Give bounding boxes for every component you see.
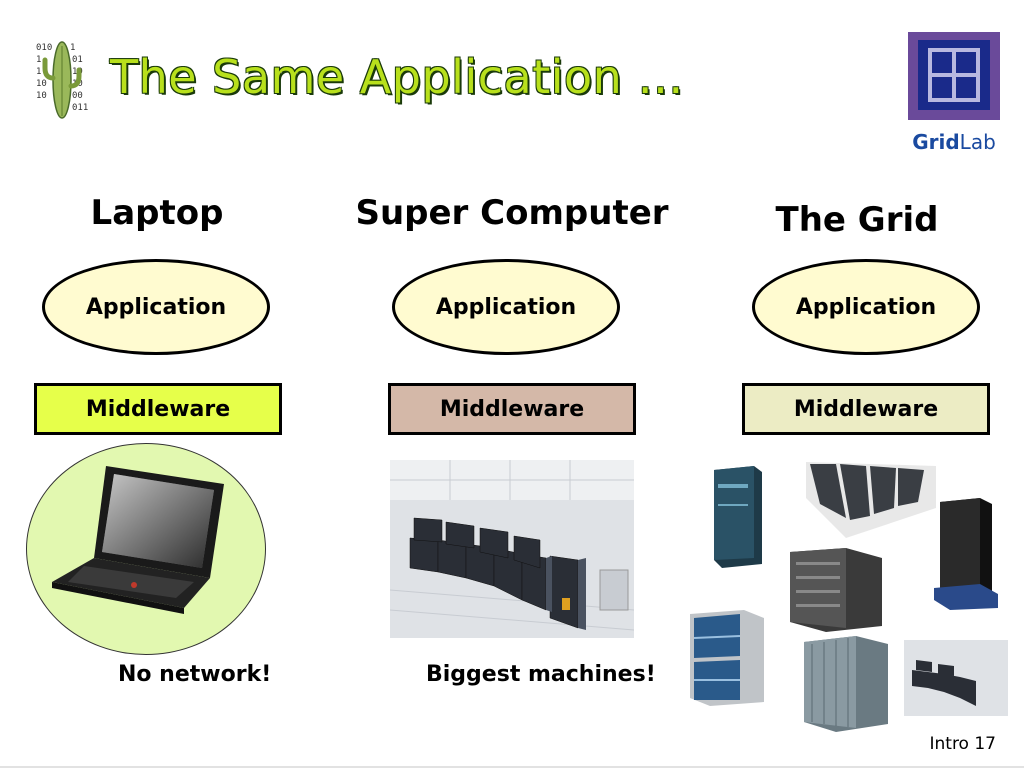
- application-oval-laptop: Application: [42, 259, 270, 355]
- supercomputer-room-image: [390, 460, 634, 638]
- heading-laptop: Laptop: [90, 193, 224, 233]
- middleware-box-grid: Middleware: [742, 383, 990, 435]
- middleware-box-super-computer: Middleware: [388, 383, 636, 435]
- svg-text:011: 011: [72, 103, 88, 113]
- blue-server-image: [690, 610, 764, 706]
- svg-text:01: 01: [72, 55, 83, 65]
- svg-text:010: 010: [36, 43, 52, 53]
- caption-no-network: No network!: [118, 662, 272, 687]
- caption-biggest-machines: Biggest machines!: [426, 662, 656, 687]
- server-cabinet-image: [714, 466, 762, 568]
- rack-server-image: [790, 548, 882, 632]
- logo-text-grid: Grid: [912, 130, 960, 154]
- slide-number: Intro 17: [929, 734, 996, 754]
- application-oval-super-computer: Application: [392, 259, 620, 355]
- middleware-box-laptop: Middleware: [34, 383, 282, 435]
- laptop-image: [52, 466, 224, 614]
- svg-text:1: 1: [70, 43, 75, 53]
- heading-super-computer: Super Computer: [355, 193, 669, 233]
- svg-text:1: 1: [36, 55, 41, 65]
- svg-text:1: 1: [36, 67, 41, 77]
- page-title: The Same Application …: [110, 50, 684, 104]
- application-oval-grid: Application: [752, 259, 980, 355]
- logo-text-lab: Lab: [959, 130, 996, 154]
- gray-server-image: [804, 636, 888, 732]
- svg-text:10: 10: [36, 91, 47, 101]
- svg-text:10: 10: [36, 79, 47, 89]
- black-server-image: [934, 498, 998, 610]
- grid-room-image: [904, 640, 1008, 716]
- svg-text:00: 00: [72, 91, 83, 101]
- server-rack-row-image: [806, 462, 936, 538]
- bottom-divider: [0, 766, 1024, 768]
- gridlab-logo-icon: [908, 32, 1000, 120]
- heading-the-grid: The Grid: [775, 200, 939, 240]
- gridlab-logo: GridLab: [906, 30, 1002, 154]
